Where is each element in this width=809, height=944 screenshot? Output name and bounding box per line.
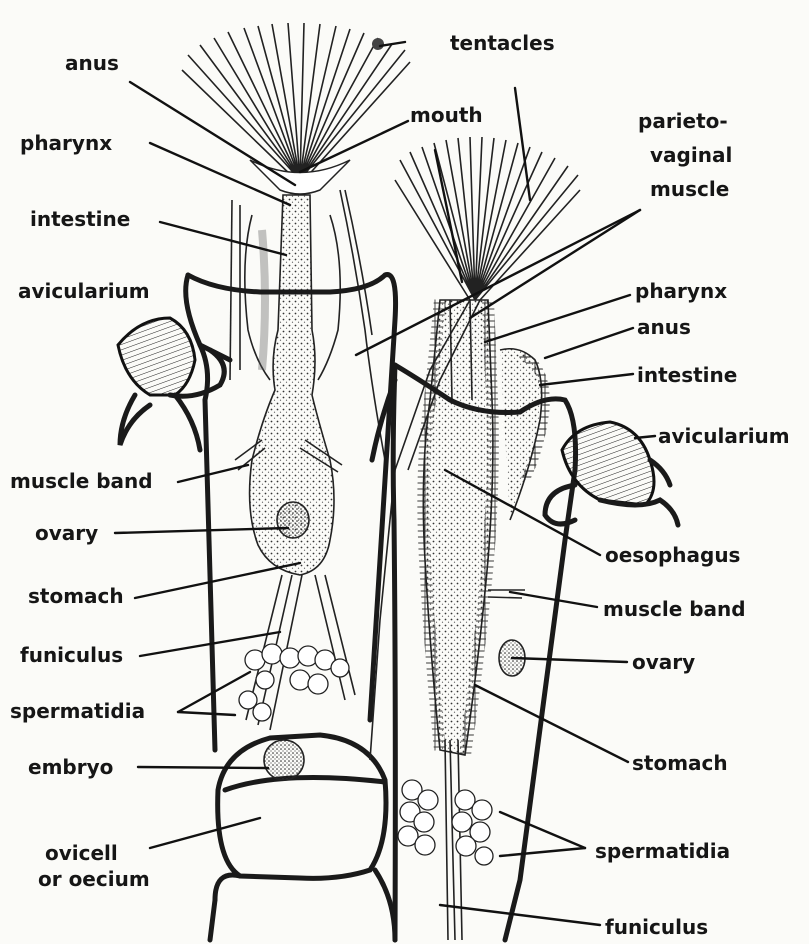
left-ovicell <box>210 735 395 940</box>
label-tentacles: tentacles <box>450 31 555 55</box>
label-parieto-line2: vaginal <box>650 143 732 167</box>
right-zooid <box>370 137 678 940</box>
label-spermatidia-left: spermatidia <box>10 699 145 723</box>
label-intestine-left: intestine <box>30 207 130 231</box>
labels: anus pharynx intestine avicularium muscl… <box>10 31 790 939</box>
left-tentacle-crown <box>182 23 410 194</box>
label-stomach-left: stomach <box>28 584 124 608</box>
label-pharynx-left: pharynx <box>20 131 112 155</box>
label-ovicell-line1: ovicell <box>45 841 118 865</box>
right-tentacle-crown <box>395 137 580 300</box>
label-anus-left: anus <box>65 51 119 75</box>
label-mouth: mouth <box>410 103 483 127</box>
label-funiculus-right: funiculus <box>605 915 708 939</box>
label-ovary-left: ovary <box>35 521 98 545</box>
label-spermatidia-right: spermatidia <box>595 839 730 863</box>
left-zooid <box>118 23 410 940</box>
label-oesophagus: oesophagus <box>605 543 740 567</box>
label-parieto-line3: muscle <box>650 177 729 201</box>
label-ovary-right: ovary <box>632 650 695 674</box>
label-ovicell-line2: or oecium <box>38 867 150 891</box>
label-parieto-line1: parieto- <box>638 109 728 133</box>
left-gut <box>235 195 342 575</box>
label-muscle-band-left: muscle band <box>10 469 153 493</box>
left-embryo <box>264 740 304 780</box>
label-intestine-right: intestine <box>637 363 737 387</box>
label-pharynx-right: pharynx <box>635 279 727 303</box>
label-funiculus-left: funiculus <box>20 643 123 667</box>
label-stomach-right: stomach <box>632 751 728 775</box>
label-muscle-band-right: muscle band <box>603 597 746 621</box>
label-anus-right: anus <box>637 315 691 339</box>
label-avicularium-left: avicularium <box>18 279 150 303</box>
left-ovary <box>277 502 309 538</box>
label-avicularium-right: avicularium <box>658 424 790 448</box>
left-avicularium <box>118 318 230 450</box>
right-gut <box>423 300 545 755</box>
label-embryo: embryo <box>28 755 113 779</box>
